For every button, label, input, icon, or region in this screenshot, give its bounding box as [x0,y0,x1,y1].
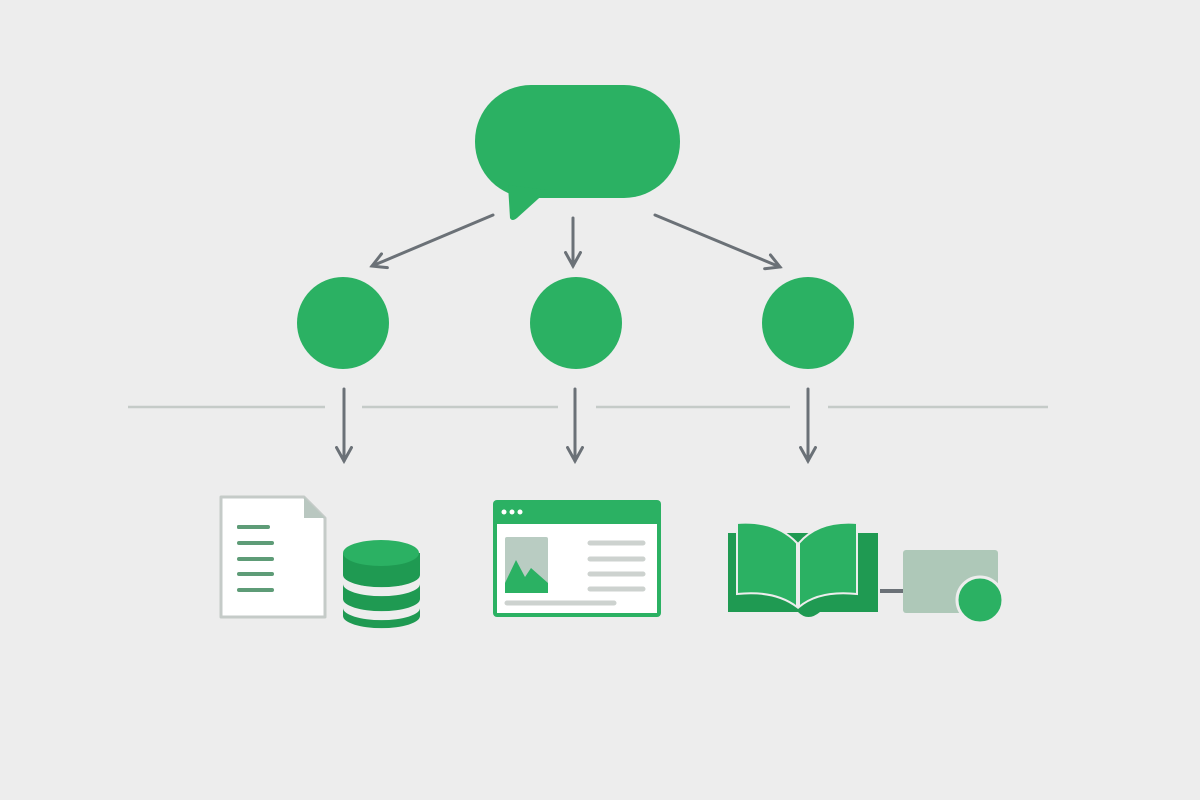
circle-node-right [762,277,854,369]
media-card-icon [880,550,1005,625]
open-book-icon [728,521,878,617]
database-icon [343,540,420,629]
arrow-left [372,213,495,266]
circle-node-left [297,277,389,369]
circle-node-center [530,277,622,369]
arrow-right [653,213,780,267]
speech-bubble-icon [475,85,680,220]
document-icon [219,495,327,619]
browser-window-icon [493,500,661,617]
